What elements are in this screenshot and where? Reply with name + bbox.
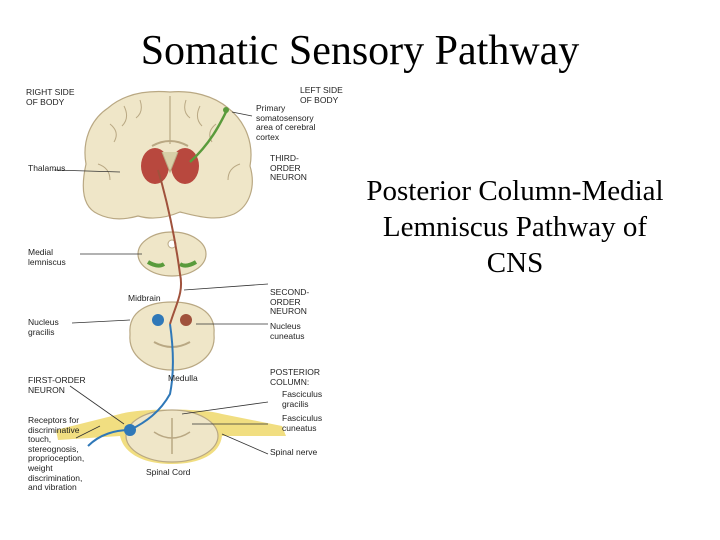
label-left-side: LEFT SIDE OF BODY xyxy=(300,85,343,105)
thalamus-right xyxy=(141,148,169,184)
label-spinal-cord: Spinal Cord xyxy=(146,467,191,477)
subtitle-line-2: Lemniscus Pathway of xyxy=(382,210,648,243)
label-second-order-neuron: SECOND- ORDER NEURON xyxy=(270,287,310,317)
slide-subtitle: Posterior Column-Medial Lemniscus Pathwa… xyxy=(340,174,690,282)
label-spinal-nerve: Spinal nerve xyxy=(270,447,318,457)
label-third-order-neuron: THIRD- ORDER NEURON xyxy=(270,153,307,183)
midbrain-section xyxy=(137,231,207,277)
label-nucleus-gracilis: Nucleus gracilis xyxy=(28,317,59,337)
label-fasciculus-cuneatus: Fasciculus cuneatus xyxy=(282,413,323,433)
label-right-side: RIGHT SIDE OF BODY xyxy=(26,87,75,107)
first-order-neuron-path xyxy=(87,323,174,447)
spinal-cord-section xyxy=(56,409,286,464)
slide-title: Somatic Sensory Pathway xyxy=(140,28,580,74)
label-medial-lemniscus: Medial lemniscus xyxy=(28,247,66,267)
leader-lines xyxy=(53,111,269,455)
label-primary-cortex: Primary somatosensory area of cerebral c… xyxy=(256,103,316,142)
third-order-neuron-path xyxy=(189,111,228,163)
label-fasciculus-gracilis: Fasciculus gracilis xyxy=(282,389,323,409)
subtitle-line-1: Posterior Column-Medial xyxy=(366,175,664,207)
label-medulla: Medulla xyxy=(168,373,198,383)
label-midbrain: Midbrain xyxy=(128,293,161,303)
label-thalamus: Thalamus xyxy=(28,163,66,173)
brain-section xyxy=(82,90,253,220)
subtitle-line-3: CNS xyxy=(486,246,544,279)
pathway-illustration xyxy=(53,90,286,464)
label-posterior-column: POSTERIOR COLUMN: xyxy=(270,367,321,387)
second-order-neuron-path xyxy=(157,169,182,325)
thalamus-left xyxy=(171,148,199,184)
label-first-order-neuron: FIRST-ORDER NEURON xyxy=(28,375,86,395)
pathway-diagram: RIGHT SIDE OF BODY LEFT SIDE OF BODY Pri… xyxy=(20,84,360,504)
label-nucleus-cuneatus: Nucleus cuneatus xyxy=(270,321,305,341)
label-receptors: Receptors for discriminative touch, ster… xyxy=(28,415,85,493)
